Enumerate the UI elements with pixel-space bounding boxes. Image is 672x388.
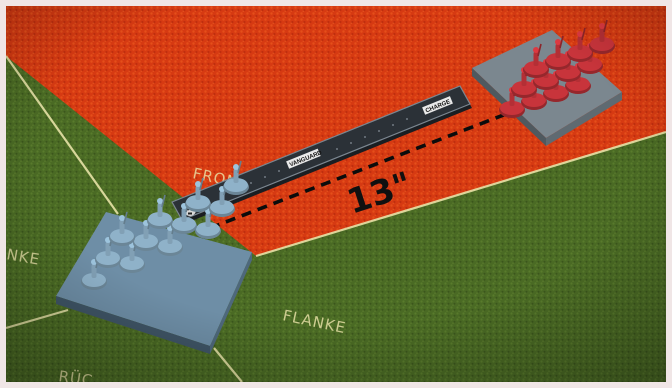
game-board: FRON NKE FLANKE RÜC VANGUARD CHARGE — [6, 6, 666, 382]
